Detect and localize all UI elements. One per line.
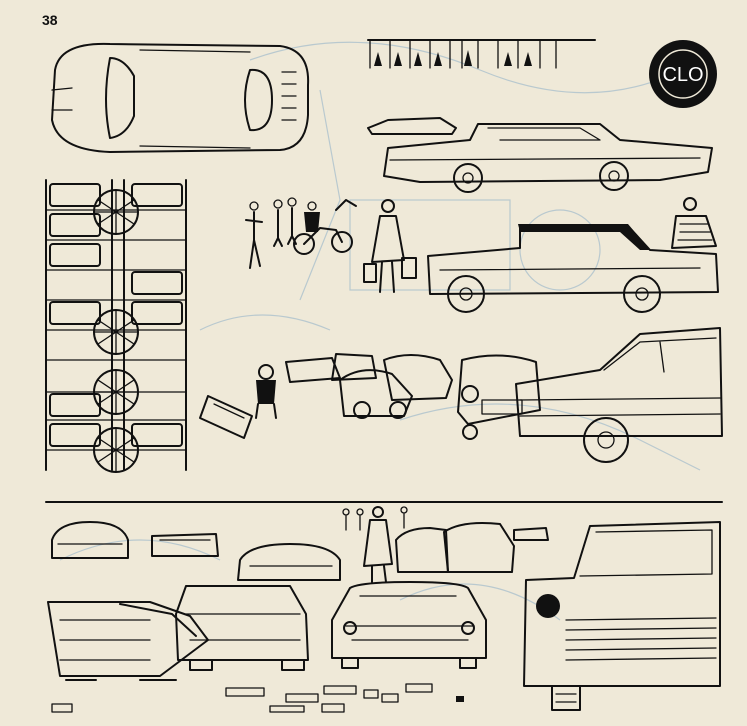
tilted-small-car <box>199 395 253 439</box>
turntables <box>93 189 139 473</box>
clo-round-sign: CLO <box>649 40 717 108</box>
big-car-front-corner <box>523 521 721 711</box>
sedan-side-view <box>427 224 719 313</box>
car-front-views <box>51 521 549 581</box>
parked-car-icons <box>49 183 183 447</box>
parking-sign <box>367 39 596 69</box>
finned-car-rear-view <box>47 601 209 681</box>
man-leaning <box>671 197 717 249</box>
page-number: 38 <box>42 12 58 28</box>
woman-with-bags <box>363 199 417 293</box>
car-top-view <box>51 42 310 153</box>
sign-text: CLO <box>662 64 703 86</box>
faint-background-sketch <box>59 41 701 621</box>
sedan-front-view <box>331 581 487 669</box>
parked-car-cluster <box>255 353 541 440</box>
car-rear-tail-fins <box>175 585 309 671</box>
ground-marks <box>51 683 464 713</box>
coupe-side-view <box>515 327 723 463</box>
people-bottom <box>342 506 408 583</box>
motorcycle <box>293 199 357 255</box>
pedestrians-group <box>245 197 320 269</box>
finned-car-side-view <box>367 117 713 193</box>
parking-garage-plan <box>45 179 187 473</box>
